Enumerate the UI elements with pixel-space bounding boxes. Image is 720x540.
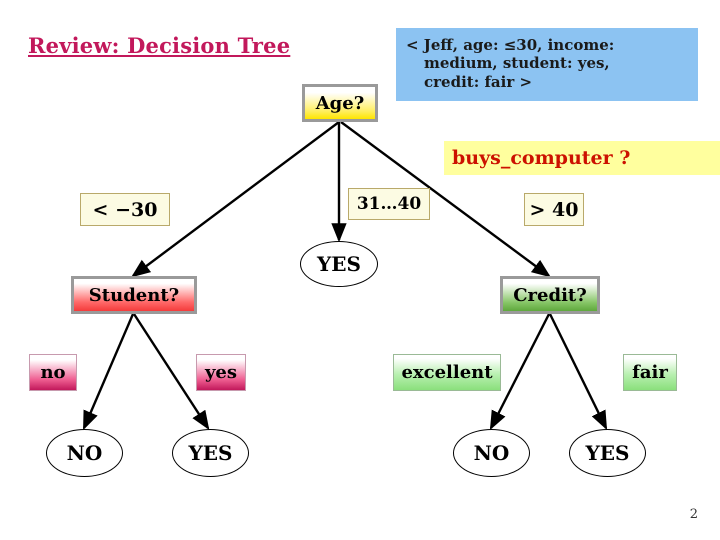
instance-tuple-line-1: < Jeff, age: ≤30, income: — [406, 36, 615, 54]
node-credit[interactable]: Credit? — [500, 276, 600, 314]
branch-label-credit-fair: fair — [623, 354, 677, 391]
branch-label-student-yes: yes — [196, 354, 246, 391]
leaf-yes-credit-right: YES — [569, 429, 646, 477]
branch-label-credit-excellent: excellent — [393, 354, 501, 391]
leaf-yes-middle: YES — [300, 241, 378, 287]
instance-tuple-callout: < Jeff, age: ≤30, income: medium, studen… — [396, 28, 698, 101]
edge-student-to-no — [82, 313, 135, 431]
leaf-yes-student-right: YES — [172, 429, 249, 477]
page-title: Review: Decision Tree — [28, 33, 291, 58]
page-number: 2 — [689, 507, 698, 522]
branch-label-age-31-40: 31…40 — [348, 188, 430, 220]
buys-computer-banner: buys_computer ? — [444, 141, 720, 175]
edge-credit-to-yes — [548, 313, 608, 431]
node-age[interactable]: Age? — [302, 84, 378, 122]
leaf-no-student-left: NO — [46, 429, 123, 477]
branch-label-age-lte-30: < −30 — [80, 193, 170, 226]
instance-tuple-line-2: medium, student: yes, — [424, 54, 610, 73]
instance-tuple-line-3: credit: fair > — [424, 72, 533, 91]
branch-label-age-gt-40: > 40 — [524, 193, 584, 226]
leaf-no-credit-left: NO — [453, 429, 530, 477]
branch-label-student-no: no — [29, 354, 77, 391]
node-student[interactable]: Student? — [71, 276, 197, 314]
